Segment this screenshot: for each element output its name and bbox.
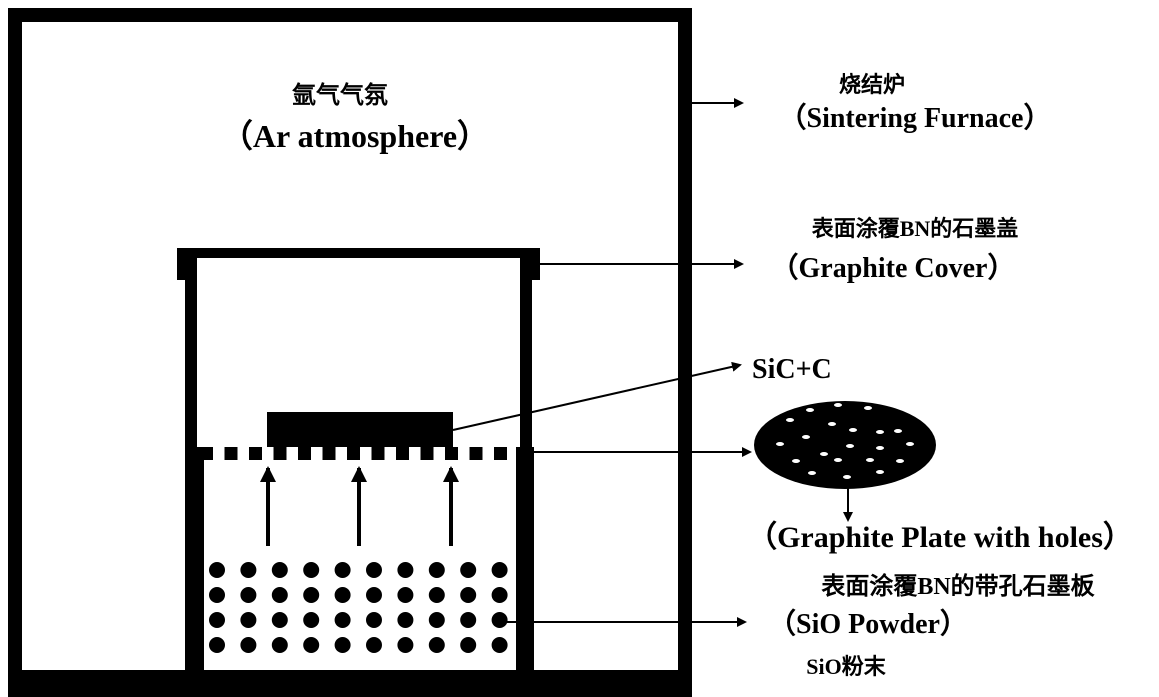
plate-hole bbox=[806, 408, 814, 412]
plate-hole bbox=[846, 444, 854, 448]
sample-leader-arrow bbox=[452, 361, 742, 431]
furnace-base bbox=[8, 670, 692, 697]
powder-particle bbox=[460, 587, 477, 603]
powder-particle bbox=[303, 612, 320, 628]
plate-hole bbox=[866, 458, 874, 462]
plate-hole bbox=[894, 429, 902, 433]
plate-hole bbox=[786, 418, 794, 422]
plate-hole bbox=[776, 442, 784, 446]
furnace-label-cn: 烧结炉 bbox=[839, 72, 905, 97]
plate-segment bbox=[469, 447, 483, 460]
furnace-label-en: （Sintering Furnace） bbox=[779, 101, 1052, 134]
plate-hole bbox=[820, 452, 828, 456]
plate-segment bbox=[371, 447, 385, 460]
plate-segment bbox=[494, 447, 507, 460]
plate-hole bbox=[802, 435, 810, 439]
sio-powder-particles bbox=[209, 562, 508, 653]
plate-hole bbox=[876, 470, 884, 474]
perforated-graphite-plate bbox=[200, 447, 507, 460]
powder-particle bbox=[209, 587, 225, 603]
plate-label-cn: 表面涂覆BN的带孔石墨板 bbox=[821, 572, 1095, 600]
powder-particle bbox=[334, 637, 351, 653]
plate-segment bbox=[249, 447, 262, 460]
furnace-wall bbox=[8, 8, 692, 692]
plate-hole bbox=[896, 459, 904, 463]
plate-label-en: （Graphite Plate with holes） bbox=[747, 520, 1133, 554]
powder-particle bbox=[303, 637, 320, 653]
plate-segment bbox=[200, 447, 213, 460]
powder-particle bbox=[460, 637, 477, 653]
powder-particle bbox=[303, 587, 320, 603]
powder-particle bbox=[366, 562, 382, 578]
atmosphere-label-cn: 氩气气氛 bbox=[292, 81, 388, 109]
plate-holes bbox=[776, 403, 914, 479]
powder-particle bbox=[428, 562, 445, 578]
powder-particle bbox=[491, 612, 508, 628]
powder-particle bbox=[240, 612, 257, 628]
plate-hole bbox=[843, 475, 851, 479]
powder-particle bbox=[428, 637, 445, 653]
plate-segment bbox=[273, 447, 287, 460]
atmosphere-label-en: （Ar atmosphere） bbox=[221, 118, 489, 154]
plate-hole bbox=[864, 406, 872, 410]
plate-segment bbox=[322, 447, 336, 460]
cover-label-cn: 表面涂覆BN的石墨盖 bbox=[812, 216, 1019, 241]
powder-particle bbox=[240, 587, 257, 603]
powder-particle bbox=[271, 562, 288, 578]
plate-hole bbox=[876, 446, 884, 450]
powder-particle bbox=[397, 612, 414, 628]
plate-hole bbox=[808, 471, 816, 475]
plate-segment bbox=[396, 447, 409, 460]
powder-particle bbox=[271, 637, 288, 653]
powder-particle bbox=[240, 562, 257, 578]
powder-particle bbox=[460, 562, 477, 578]
powder-particle bbox=[303, 562, 320, 578]
powder-particle bbox=[334, 562, 351, 578]
graphite-plate-with-holes-icon bbox=[754, 401, 936, 489]
powder-particle bbox=[334, 587, 351, 603]
powder-particle bbox=[240, 637, 257, 653]
powder-particle bbox=[491, 587, 508, 603]
powder-label-cn: SiO粉末 bbox=[806, 654, 886, 679]
powder-particle bbox=[397, 637, 414, 653]
powder-particle bbox=[209, 637, 225, 653]
powder-particle bbox=[491, 562, 508, 578]
plate-hole bbox=[849, 428, 857, 432]
powder-particle bbox=[334, 612, 351, 628]
plate-segment bbox=[298, 447, 311, 460]
powder-particle bbox=[397, 587, 414, 603]
plate-hole bbox=[792, 459, 800, 463]
powder-particle bbox=[428, 612, 445, 628]
powder-particle bbox=[366, 587, 382, 603]
plate-segment bbox=[445, 447, 458, 460]
plate-hole bbox=[876, 430, 884, 434]
powder-particle bbox=[209, 562, 225, 578]
plate-segment bbox=[224, 447, 238, 460]
powder-particle bbox=[209, 612, 225, 628]
powder-particle bbox=[366, 637, 382, 653]
plate-segment bbox=[420, 447, 434, 460]
plate-hole bbox=[834, 403, 842, 407]
plate-hole bbox=[906, 442, 914, 446]
powder-label-en: （SiO Powder） bbox=[768, 607, 968, 640]
vapor-flow-arrows bbox=[260, 466, 459, 546]
sic-c-sample bbox=[267, 412, 453, 447]
cover-label-en: （Graphite Cover） bbox=[771, 251, 1016, 284]
powder-particle bbox=[397, 562, 414, 578]
powder-particle bbox=[491, 637, 508, 653]
powder-particle bbox=[271, 612, 288, 628]
crucible bbox=[177, 248, 540, 672]
powder-particle bbox=[460, 612, 477, 628]
sample-label: SiC+C bbox=[752, 354, 832, 385]
powder-particle bbox=[428, 587, 445, 603]
powder-particle bbox=[366, 612, 382, 628]
plate-segment bbox=[347, 447, 360, 460]
powder-particle bbox=[271, 587, 288, 603]
plate-hole bbox=[834, 458, 842, 462]
plate-hole bbox=[828, 422, 836, 426]
